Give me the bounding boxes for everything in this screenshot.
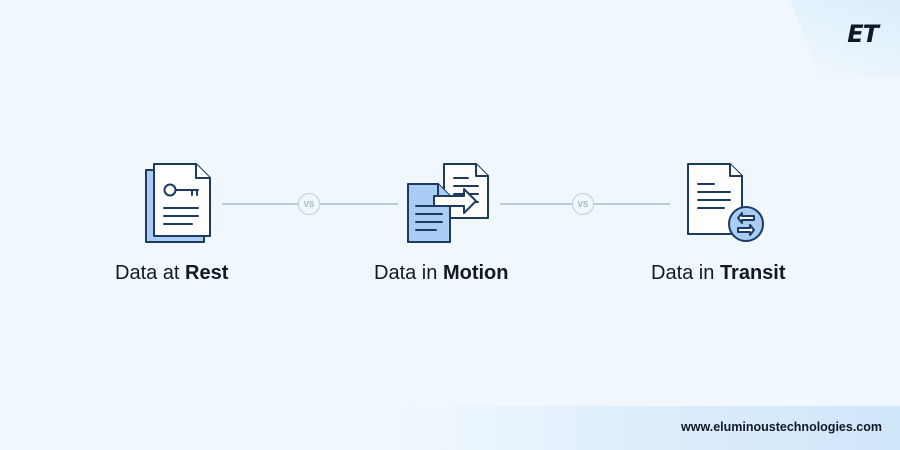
label-emphasis: Motion (442, 262, 509, 284)
website-url: www.eluminoustechnologies.com (681, 420, 882, 434)
document-key-icon (145, 163, 211, 243)
label-prefix: Data at (115, 262, 186, 284)
connector-2: VS (500, 193, 670, 215)
vs-badge: VS (572, 193, 594, 215)
label-emphasis: Rest (185, 262, 229, 284)
label-emphasis: Transit (719, 262, 786, 284)
connector-line (320, 203, 398, 205)
corner-decoration-top (790, 0, 900, 78)
connector-line (594, 203, 670, 205)
label-data-in-motion: Data in Motion (374, 262, 508, 285)
connector-line (500, 203, 572, 205)
label-prefix: Data in (651, 262, 720, 284)
brand-logo: ET (847, 20, 879, 48)
documents-transfer-icon (407, 163, 489, 243)
corner-decoration-bottom (380, 406, 900, 450)
label-prefix: Data in (374, 262, 443, 284)
document-exchange-icon (687, 163, 764, 242)
connector-1: VS (222, 193, 398, 215)
connector-line (222, 203, 298, 205)
label-data-at-rest: Data at Rest (115, 262, 228, 285)
vs-badge: VS (298, 193, 320, 215)
label-data-in-transit: Data in Transit (651, 262, 786, 285)
